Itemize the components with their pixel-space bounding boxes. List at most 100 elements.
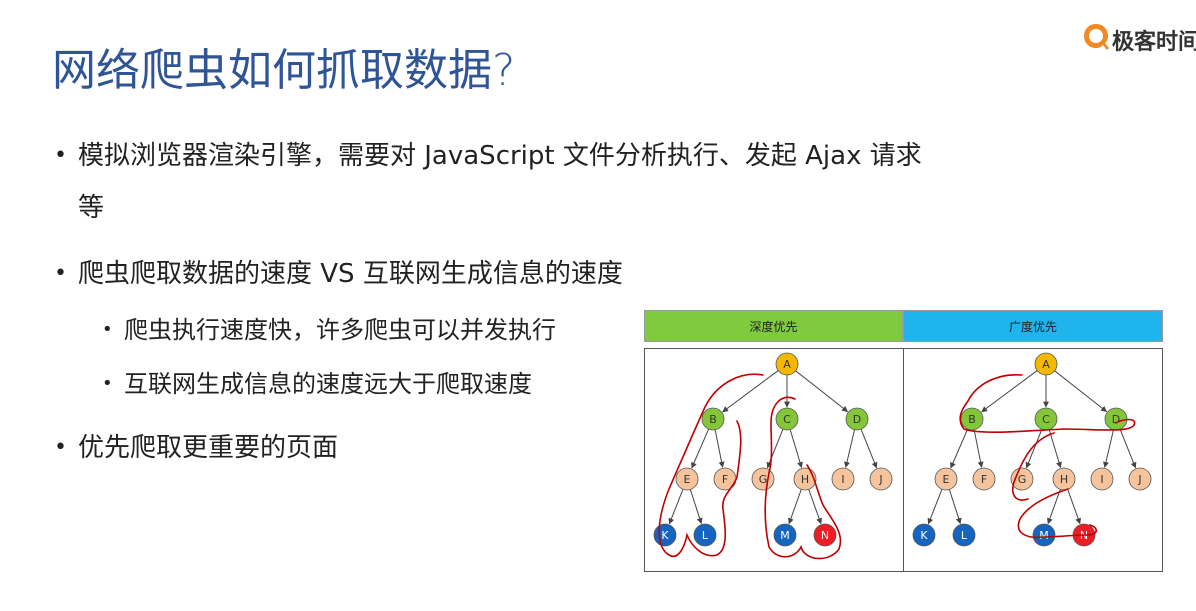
tree-node-label: G [1018, 473, 1027, 486]
tree-edge [808, 489, 822, 525]
tree-node-label: M [780, 529, 790, 542]
bullet-dot: • [54, 435, 67, 460]
tree-node-label: E [684, 473, 691, 486]
tree-node-a [1034, 352, 1058, 376]
bullet-item: • 爬虫爬取数据的速度 VS 互联网生成信息的速度 [54, 248, 623, 300]
tree-node-b [701, 407, 725, 431]
tree-node-e [934, 467, 958, 491]
tree-node-label: B [968, 413, 976, 426]
bullet-text-continued: 等 [78, 193, 105, 223]
tree-edge [766, 429, 784, 469]
tree-edge [714, 429, 725, 468]
handwritten-annotation [658, 373, 764, 558]
handwritten-annotation [1017, 488, 1098, 539]
handwritten-annotation [1012, 432, 1055, 501]
sub-bullet-text: 互联网生成信息的速度远大于爬取速度 [124, 370, 532, 398]
tree-edge [948, 489, 962, 525]
tree-edge [927, 489, 943, 525]
tree-node-label: I [841, 473, 844, 486]
tree-node-l [693, 523, 717, 547]
tree-edge [788, 489, 802, 525]
tree-node-label: K [661, 529, 669, 542]
bullet-item: • 模拟浏览器渲染引擎，需要对 JavaScript 文件分析执行、发起 Aja… [54, 130, 922, 234]
tree-node-label: N [821, 529, 829, 542]
tree-edge [1103, 429, 1114, 468]
tree-edge [1054, 370, 1108, 412]
tree-node-label: L [702, 529, 709, 542]
bullet-text: 优先爬取更重要的页面 [78, 433, 339, 463]
tree-node-h [793, 467, 817, 491]
tree-node-i [831, 467, 855, 491]
tree-node-j [1128, 467, 1152, 491]
tree-node-g [1010, 467, 1034, 491]
tree-node-c [775, 407, 799, 431]
tree-edge [795, 370, 849, 412]
tree-node-label: M [1039, 529, 1049, 542]
bullet-text: 模拟浏览器渲染引擎，需要对 JavaScript 文件分析执行、发起 Ajax … [78, 141, 922, 171]
tree-node-d [845, 407, 869, 431]
tree-edge [1047, 489, 1061, 525]
geektime-logo-icon [1084, 24, 1109, 50]
tree-node-label: K [920, 529, 928, 542]
sub-bullet-item: • 爬虫执行速度快，许多爬虫可以并发执行 [102, 308, 556, 352]
tree-node-label: J [878, 473, 882, 486]
tree-node-label: D [853, 413, 861, 426]
tree-edge [789, 429, 803, 469]
tree-node-label: F [981, 473, 987, 486]
tree-node-label: G [759, 473, 768, 486]
handwritten-annotation [764, 396, 842, 560]
tree-edge [1119, 429, 1137, 469]
tree-node-a [775, 352, 799, 376]
tree-edge [1025, 429, 1043, 469]
tree-node-label: J [1137, 473, 1141, 486]
tree-node-label: H [801, 473, 809, 486]
tree-node-f [972, 467, 996, 491]
tree-node-label: C [783, 413, 791, 426]
tree-node-label: H [1060, 473, 1068, 486]
tree-node-label: L [961, 529, 968, 542]
tree-edge [722, 370, 779, 413]
tree-node-n [813, 523, 837, 547]
tree-node-label: F [722, 473, 728, 486]
tree-node-label: A [1042, 358, 1050, 371]
tree-edge [860, 429, 878, 469]
bullet-dot: • [54, 143, 67, 168]
handwritten-annotation [959, 374, 1136, 433]
tree-node-label: E [943, 473, 950, 486]
sub-bullet-item: • 互联网生成信息的速度远大于爬取速度 [102, 362, 532, 406]
tree-edge [691, 428, 710, 469]
tree-node-label: C [1042, 413, 1050, 426]
tree-node-l [952, 523, 976, 547]
bullet-item: • 优先爬取更重要的页面 [54, 422, 339, 474]
sub-bullet-text: 爬虫执行速度快，许多爬虫可以并发执行 [124, 316, 556, 344]
depth-first-header: 深度优先 [644, 310, 903, 342]
bullet-text: 爬虫爬取数据的速度 VS 互联网生成信息的速度 [78, 259, 623, 289]
tree-node-b [960, 407, 984, 431]
tree-edge [981, 370, 1038, 413]
tree-edge [973, 429, 984, 468]
tree-edge [950, 428, 969, 469]
tree-node-e [675, 467, 699, 491]
tree-edge [689, 489, 703, 525]
tree-node-label: I [1100, 473, 1103, 486]
page-title: 网络爬虫如何抓取数据? [52, 45, 516, 96]
tree-edge [1048, 429, 1062, 469]
bullet-dot: • [54, 261, 67, 286]
tree-node-k [912, 523, 936, 547]
tree-node-i [1090, 467, 1114, 491]
tree-node-m [773, 523, 797, 547]
tree-edge [844, 429, 855, 468]
bullet-dot: • [102, 373, 113, 394]
bullet-dot: • [102, 319, 113, 340]
logo-text: 极客时间 [1112, 30, 1196, 54]
brand-logo: 极客时间 [1078, 20, 1196, 54]
tree-node-m [1032, 523, 1056, 547]
tree-node-label: B [709, 413, 717, 426]
tree-node-label: D [1112, 413, 1120, 426]
breadth-first-header: 广度优先 [903, 310, 1163, 342]
